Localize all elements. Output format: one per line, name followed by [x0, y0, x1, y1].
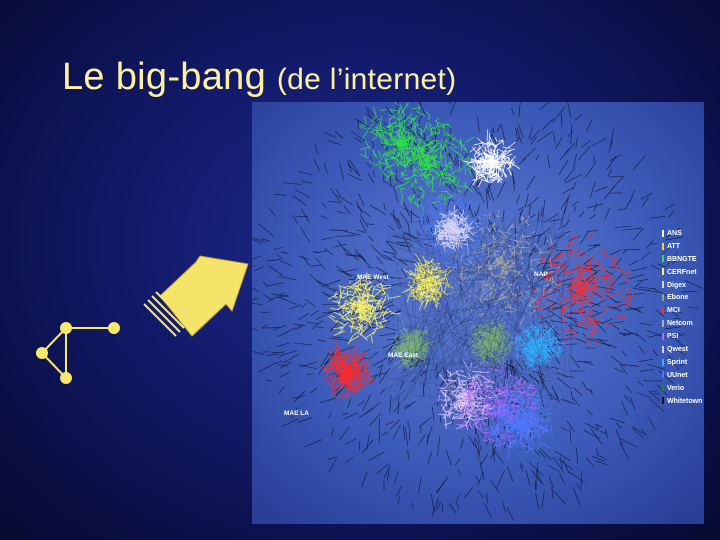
legend-swatch: [662, 358, 664, 366]
legend-item: ATT: [662, 241, 702, 254]
arrow-icon: [143, 255, 249, 337]
legend-swatch: [662, 255, 664, 263]
legend-item: Digex: [662, 280, 702, 293]
legend-item: Qwest: [662, 344, 702, 357]
legend-label: Qwest: [667, 346, 689, 354]
legend-label: Digex: [667, 281, 687, 289]
legend-label: PSI: [667, 333, 679, 341]
map-label-mae-la: MAE LA: [284, 410, 309, 417]
diagram-and-arrow: [36, 255, 249, 384]
legend-label: BBNGTE: [667, 255, 697, 263]
legend-swatch: [662, 307, 664, 314]
title-sub: (de l’internet): [276, 63, 457, 96]
small-network-diagram: [36, 322, 120, 384]
legend-item: PSI: [662, 331, 702, 344]
network-clusters: [252, 102, 704, 521]
legend-item: Whitetown: [662, 396, 702, 409]
legend-label: ANS: [667, 230, 682, 237]
legend-item: Ebone: [662, 292, 702, 305]
legend-item: ANS: [662, 228, 702, 241]
legend-item: BBNGTE: [662, 254, 702, 267]
graph-node: [60, 322, 72, 334]
legend-swatch: [662, 294, 664, 302]
legend-swatch: [662, 397, 664, 405]
legend-item: UUnet: [662, 370, 702, 383]
legend-swatch: [662, 384, 664, 392]
graph-node: [60, 372, 72, 384]
legend-swatch: [662, 242, 664, 250]
map-label-nap: NAP: [534, 271, 548, 278]
internet-map-image: [252, 102, 704, 524]
legend-swatch: [662, 319, 664, 327]
legend-item: MCI: [662, 305, 702, 318]
slide-title: Le big-bang (de l’internet): [62, 56, 456, 99]
legend-label: Sprint: [667, 358, 688, 366]
legend-swatch: [662, 345, 664, 353]
legend-label: Whitetown: [667, 397, 703, 405]
legend-item: Verio: [662, 383, 702, 396]
legend-label: MCI: [667, 307, 680, 315]
legend-label: Verio: [667, 384, 685, 392]
legend-label: Netcom: [667, 320, 693, 328]
legend-label: UUnet: [667, 371, 688, 379]
legend-label: Ebone: [667, 294, 689, 302]
legend-swatch: [662, 281, 664, 289]
legend-swatch: [662, 268, 664, 276]
legend-item: Netcom: [662, 318, 702, 331]
legend-swatch: [662, 371, 664, 379]
legend-item: Sprint: [662, 357, 702, 370]
legend-swatch: [662, 332, 664, 340]
legend-item: CERFnet: [662, 267, 702, 280]
legend-label: ATT: [667, 242, 681, 250]
map-label-mae-west: MAE West: [357, 274, 389, 281]
graph-node: [36, 347, 48, 359]
legend-label: CERFnet: [667, 268, 697, 276]
map-label-mae-east: MAE East: [388, 352, 418, 359]
title-main: Le big-bang: [62, 56, 267, 98]
graph-node: [108, 322, 120, 334]
legend-swatch: [662, 229, 664, 237]
